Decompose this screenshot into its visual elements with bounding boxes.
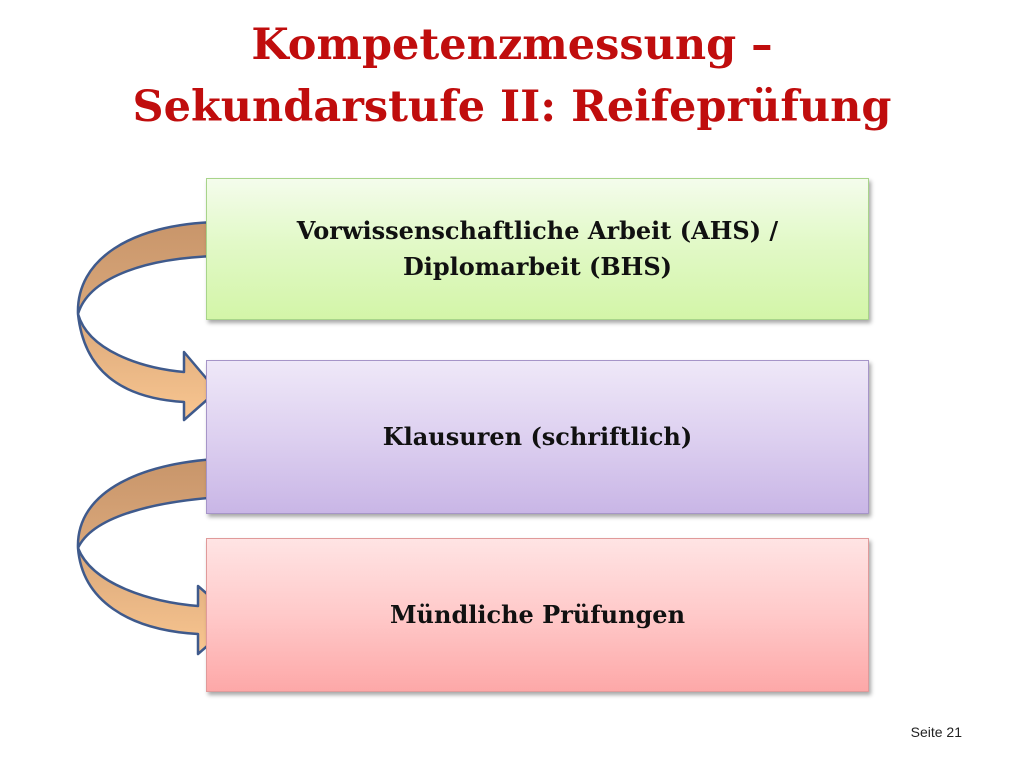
- box-vorwissenschaftliche-arbeit: Vorwissenschaftliche Arbeit (AHS) / Dipl…: [206, 178, 869, 320]
- curved-arrow-2-icon: [76, 456, 240, 656]
- slide-title-line-1: Kompetenzmessung –: [251, 20, 773, 70]
- box-1-line-2: Diplomarbeit (BHS): [402, 252, 673, 281]
- slide-title-line-2: Sekundarstufe II: Reifeprüfung: [132, 82, 892, 132]
- box-3-label: Mündliche Prüfungen: [389, 600, 686, 629]
- box-muendliche-pruefungen: Mündliche Prüfungen: [206, 538, 869, 692]
- slide-title: Kompetenzmessung – Sekundarstufe II: Rei…: [0, 14, 1024, 138]
- box-2-label: Klausuren (schriftlich): [382, 422, 693, 451]
- curved-arrow-1-icon: [76, 220, 220, 422]
- box-klausuren: Klausuren (schriftlich): [206, 360, 869, 514]
- box-1-line-1: Vorwissenschaftliche Arbeit (AHS) /: [296, 216, 779, 245]
- page-number: Seite 21: [910, 724, 962, 740]
